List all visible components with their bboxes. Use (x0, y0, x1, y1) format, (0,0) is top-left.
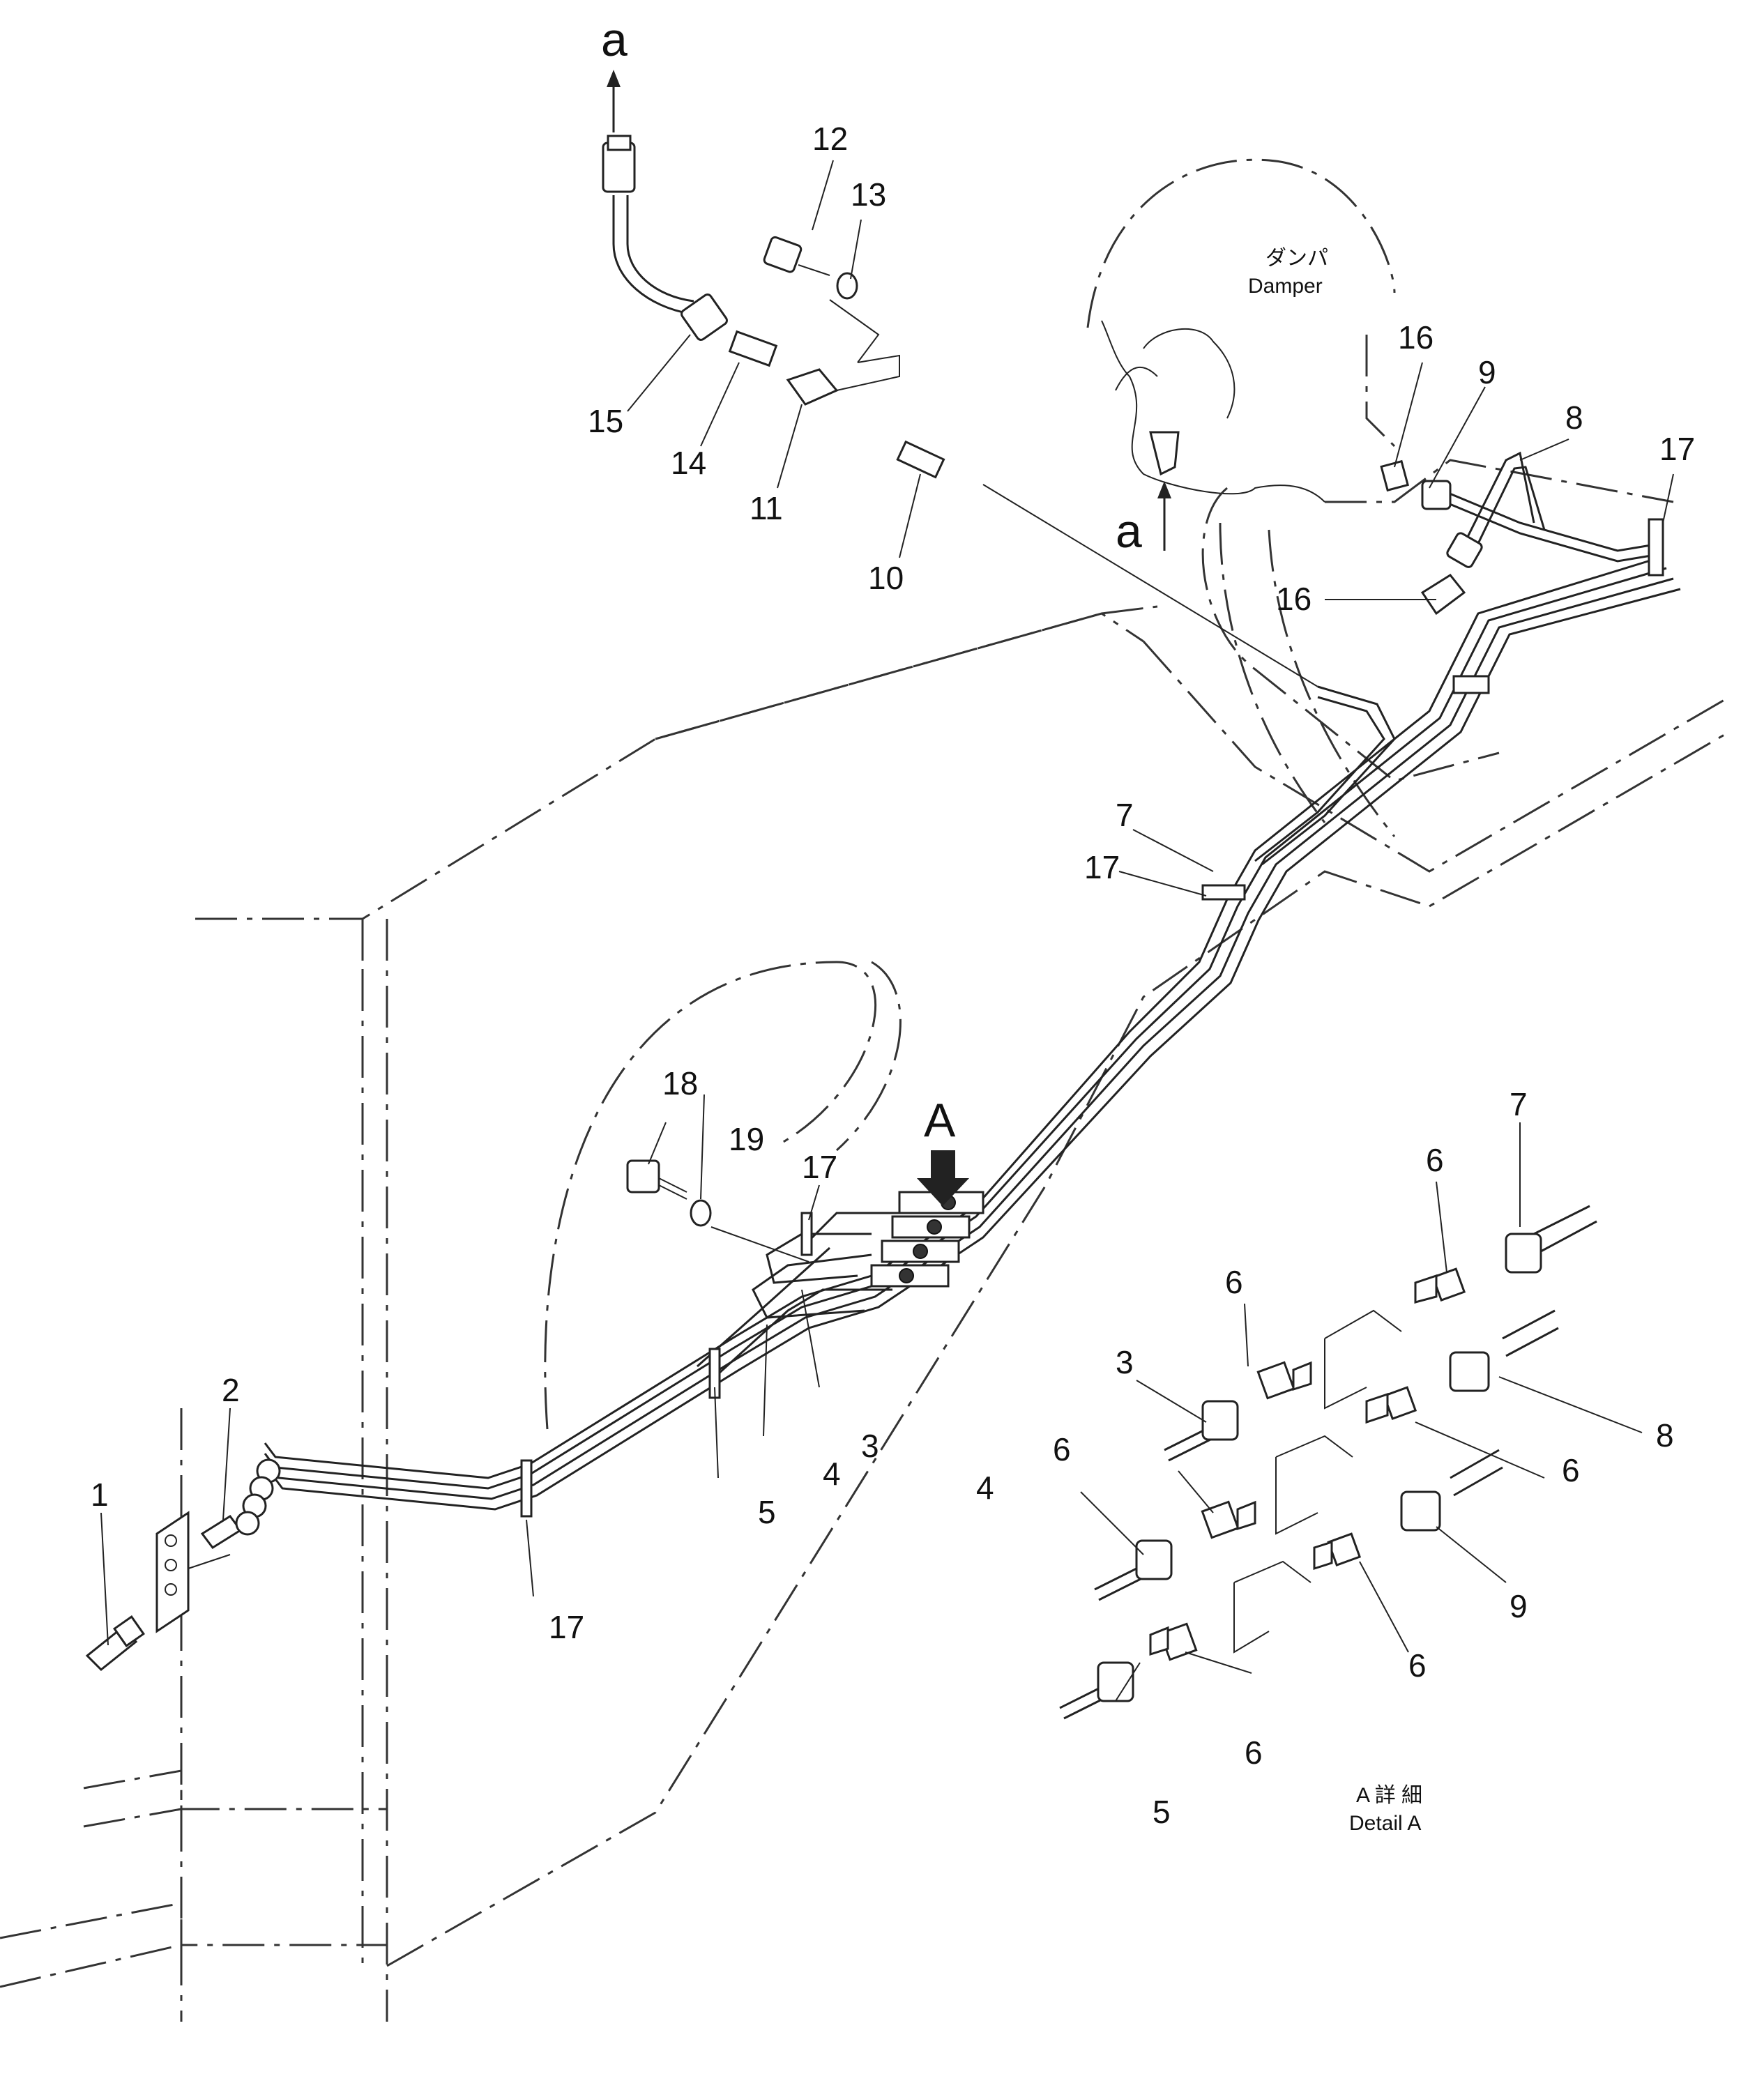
detail-callouts: 7 6 6 3 8 6 6 4 9 6 6 5 (976, 1086, 1674, 1830)
detail-a (1059, 1205, 1597, 1720)
label-damper-en: Damper (1248, 275, 1323, 298)
label-detail-en: Detail A (1349, 1812, 1421, 1835)
label-damper-jp: ダンパ (1265, 247, 1328, 270)
callout-13: 13 (851, 176, 886, 213)
callout-2: 2 (222, 1372, 240, 1408)
detail-callout-7: 7 (1510, 1086, 1528, 1122)
callout-numbers: 12 13 15 14 11 10 16 9 8 17 16 7 17 18 1… (91, 121, 1695, 1645)
elbow-fittings-left (235, 1458, 281, 1536)
detail-callout-6d: 6 (1562, 1452, 1580, 1488)
detail-callout-8: 8 (1656, 1417, 1674, 1454)
label-a-top: a (601, 13, 628, 66)
callout-7: 7 (1116, 797, 1134, 833)
detail-callout-6b: 6 (1225, 1264, 1243, 1300)
callout-4: 4 (823, 1456, 841, 1492)
coupler-block (870, 1191, 984, 1288)
washer-19 (690, 1199, 809, 1263)
damper-fittings (1149, 431, 1483, 616)
arrow-a-top (607, 70, 621, 132)
detail-callout-6c: 6 (1053, 1431, 1071, 1467)
callout-9: 9 (1478, 354, 1496, 390)
left-bracket (155, 1511, 231, 1633)
label-text: a a A ダンパ Damper A 詳 細 Detail A (601, 13, 1422, 1835)
label-A: A (924, 1094, 956, 1147)
callout-8: 8 (1565, 399, 1583, 436)
callout-17d: 17 (1659, 431, 1695, 467)
callout-3: 3 (861, 1428, 879, 1464)
detail-callout-9: 9 (1510, 1588, 1528, 1624)
pipe-bundle (264, 451, 1681, 1511)
label-detail-jp: A 詳 細 (1356, 1784, 1422, 1807)
callout-11: 11 (750, 490, 783, 526)
fitting-2 (200, 1514, 243, 1550)
fitting-1 (85, 1615, 145, 1672)
callout-1: 1 (91, 1477, 109, 1513)
machine-body-outline (0, 158, 1730, 2022)
detail-callout-6f: 6 (1245, 1734, 1263, 1771)
detail-callout-4: 4 (976, 1470, 994, 1506)
callout-16a: 16 (1398, 319, 1434, 356)
bolt-18 (626, 1159, 687, 1200)
detail-callout-6e: 6 (1408, 1647, 1427, 1684)
callout-16b: 16 (1276, 581, 1311, 617)
detail-callout-6a: 6 (1426, 1142, 1444, 1178)
label-a-damper: a (1116, 505, 1142, 558)
detail-callout-3: 3 (1116, 1344, 1134, 1380)
callout-17a: 17 (549, 1609, 584, 1645)
callout-14: 14 (671, 445, 706, 481)
callout-19: 19 (729, 1121, 764, 1157)
callout-12: 12 (812, 121, 848, 157)
arrow-A-detail (917, 1150, 969, 1206)
leader-lines (100, 160, 1674, 1702)
hose-assembly-top (602, 135, 945, 479)
callout-5: 5 (758, 1494, 776, 1530)
arrow-a-damper (1157, 481, 1171, 551)
callout-17b: 17 (802, 1149, 837, 1185)
clamp-17 (520, 518, 1664, 1518)
callout-18: 18 (662, 1065, 698, 1101)
detail-callout-5: 5 (1153, 1794, 1171, 1830)
callout-15: 15 (588, 403, 623, 439)
callout-17c: 17 (1084, 849, 1120, 885)
callout-10: 10 (868, 560, 904, 596)
